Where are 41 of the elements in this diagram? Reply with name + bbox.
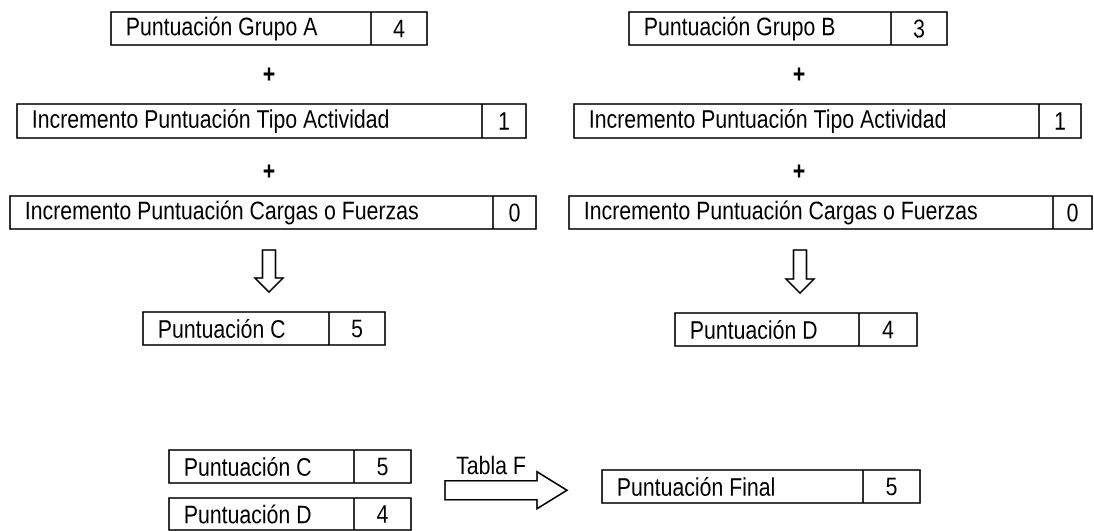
- score-value: 5: [351, 319, 363, 338]
- score-label: Incremento Puntuación Tipo Actividad: [33, 109, 388, 133]
- score-value: 4: [393, 19, 405, 38]
- plus-sign: +: [793, 164, 805, 178]
- score-box: [168, 497, 412, 531]
- score-box: [142, 311, 386, 346]
- score-value: 0: [1067, 203, 1078, 222]
- score-box: [168, 449, 412, 484]
- score-box: [110, 11, 428, 46]
- plus-sign: +: [263, 67, 275, 81]
- block-arrow: [444, 470, 569, 511]
- score-value: 4: [377, 505, 388, 523]
- score-box: [674, 312, 918, 347]
- block-arrow: [784, 249, 816, 295]
- score-value: 0: [509, 203, 520, 222]
- score-box: [16, 103, 527, 139]
- score-value: 5: [886, 477, 897, 496]
- edge-label: Tabla F: [454, 454, 528, 476]
- plus-sign: +: [263, 164, 275, 178]
- score-box: [628, 11, 948, 46]
- score-box: [601, 469, 921, 504]
- score-box: [573, 103, 1082, 139]
- score-value: 4: [882, 320, 894, 339]
- score-label: Incremento Puntuación Cargas o Fuerzas: [26, 200, 418, 225]
- score-value: 1: [499, 112, 509, 130]
- score-value: 1: [1055, 112, 1065, 130]
- score-label: Puntuación D: [691, 320, 817, 339]
- score-label: Incremento Puntuación Tipo Actividad: [590, 109, 946, 133]
- score-label: Puntuación C: [159, 319, 285, 338]
- score-box: [568, 195, 1093, 230]
- score-value: 5: [377, 457, 388, 476]
- score-label: Puntuación Grupo A: [127, 16, 318, 41]
- score-label: Puntuación C: [185, 457, 311, 476]
- plus-sign: +: [793, 67, 805, 81]
- score-label: Puntuación D: [185, 504, 311, 524]
- score-label: Puntuación Grupo B: [645, 16, 835, 41]
- score-value: 3: [913, 19, 924, 38]
- score-box: [9, 195, 537, 230]
- score-label: Puntuación Final: [618, 477, 774, 496]
- score-label: Incremento Puntuación Cargas o Fuerzas: [585, 200, 977, 225]
- block-arrow: [253, 249, 285, 294]
